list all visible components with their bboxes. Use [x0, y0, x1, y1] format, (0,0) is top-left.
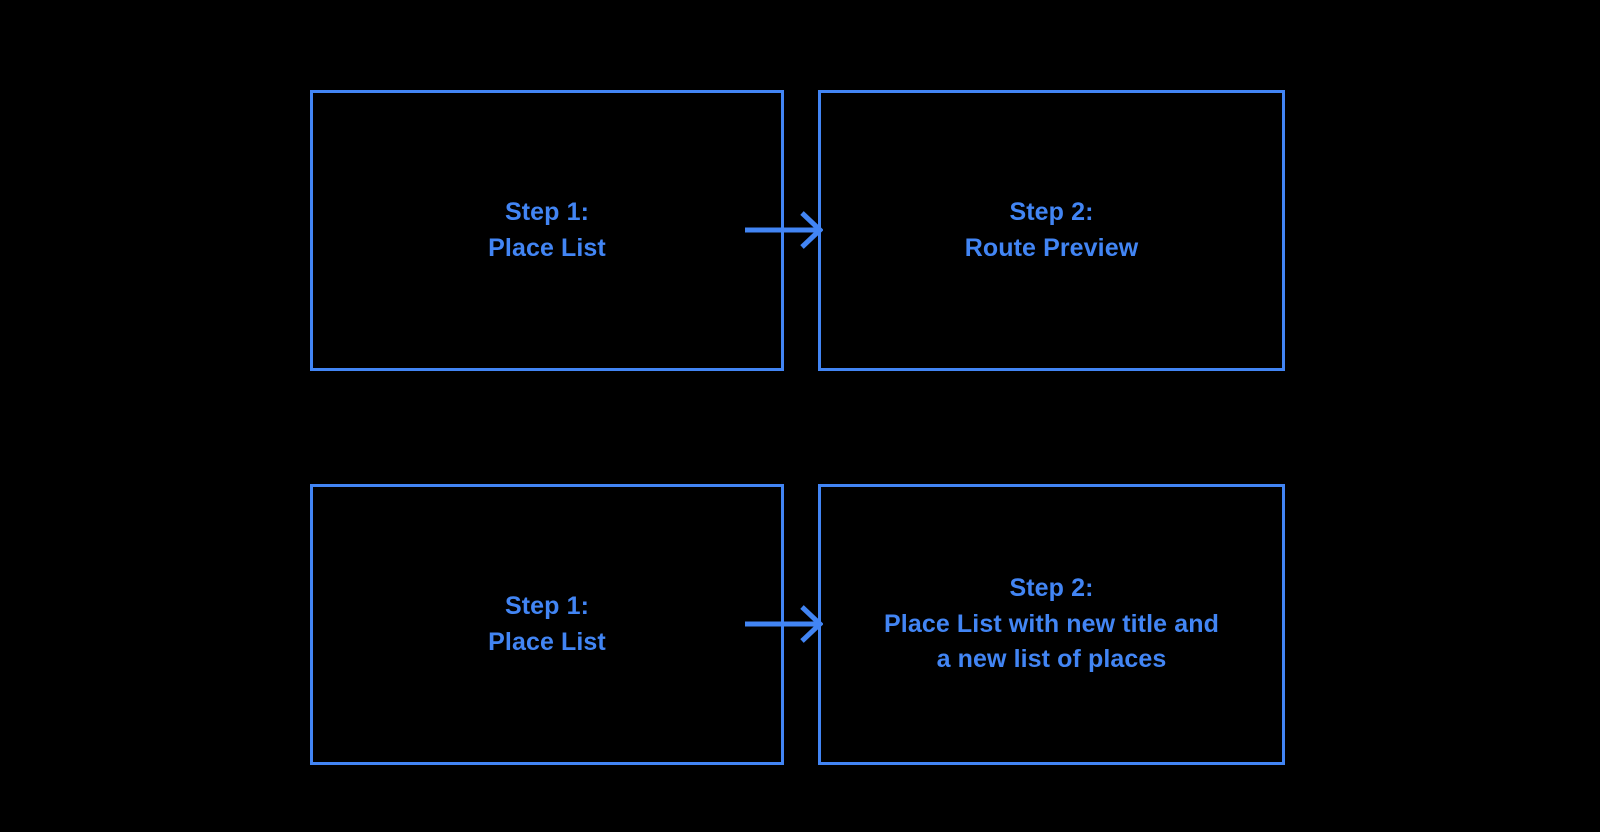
- flow-row-new-place-list: Step 1: Place List Step 2: Place List wi…: [0, 484, 1600, 765]
- flow-node-label: Step 2: Place List with new title and a …: [884, 574, 1219, 674]
- flow-node-label: Step 2: Route Preview: [964, 198, 1139, 262]
- flow-node-row2-step2[interactable]: Step 2: Place List with new title and a …: [818, 484, 1285, 765]
- flow-row-route-preview: Step 1: Place List Step 2: Route Preview: [0, 90, 1600, 371]
- flow-node-row1-step1[interactable]: Step 1: Place List: [310, 90, 784, 371]
- flow-node-label: Step 1: Place List: [488, 198, 606, 262]
- flow-node-row1-step2[interactable]: Step 2: Route Preview: [818, 90, 1285, 371]
- flow-node-label: Step 1: Place List: [488, 592, 606, 656]
- flow-node-row2-step1[interactable]: Step 1: Place List: [310, 484, 784, 765]
